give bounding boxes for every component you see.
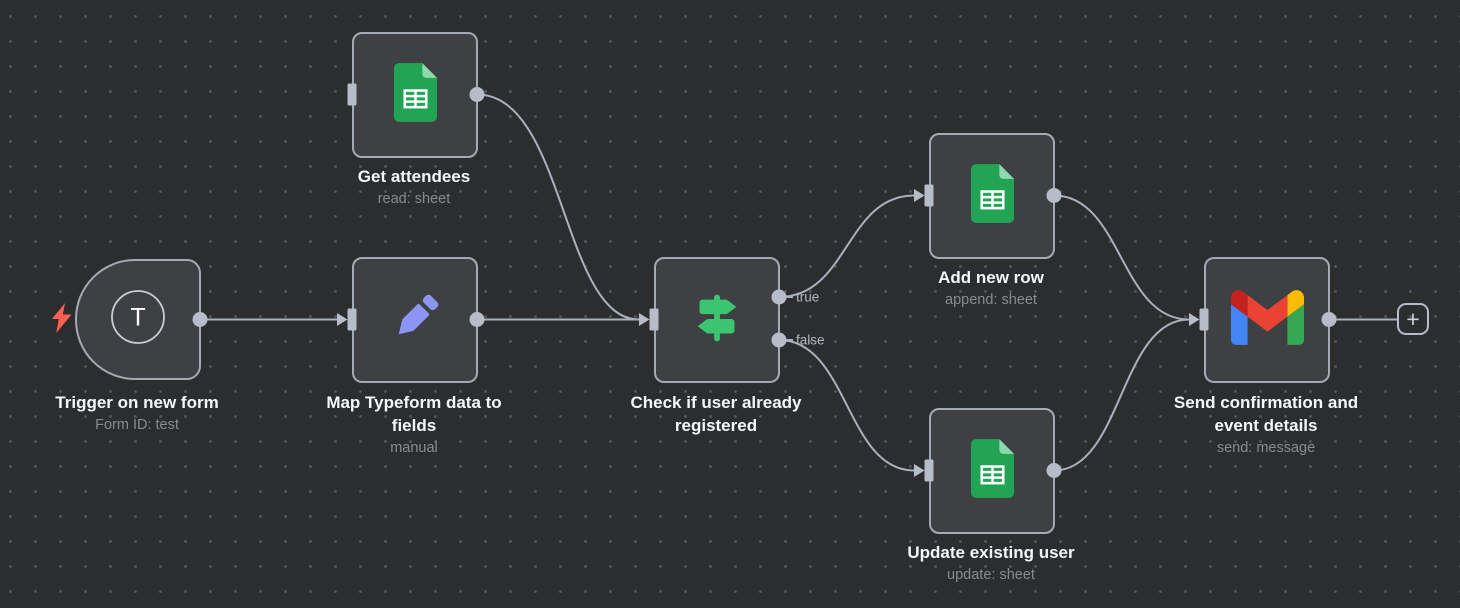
node-label-trigger: Trigger on new form Form ID: test [7, 391, 267, 433]
node-label-send-confirmation: Send confirmation and event details send… [1151, 391, 1381, 456]
connection-wire[interactable] [1053, 318, 1190, 472]
node-title: Update existing user [907, 543, 1075, 562]
output-port-trigger[interactable] [192, 312, 208, 327]
wire-arrowhead-icon [337, 313, 348, 326]
trigger-bolt-icon [50, 303, 75, 338]
output-port-map-fields[interactable] [469, 312, 485, 327]
node-title: Get attendees [357, 167, 471, 186]
plus-icon: + [1406, 306, 1420, 332]
connection-wire[interactable] [1053, 194, 1190, 321]
node-trigger-on-new-form[interactable]: T [75, 259, 201, 380]
node-label-update-user: Update existing user update: sheet [866, 541, 1116, 583]
input-port-send-confirmation[interactable] [1199, 308, 1209, 331]
output-port-update-user[interactable] [1046, 463, 1062, 478]
node-title: Trigger on new form [55, 393, 219, 412]
input-port-add-new-row[interactable] [924, 184, 934, 207]
node-subtitle: read: sheet [377, 191, 451, 207]
node-title: Send confirmation and event details [1173, 393, 1359, 435]
input-port-map-fields[interactable] [347, 308, 357, 331]
input-port-check-registered[interactable] [649, 308, 659, 331]
connection-wire-false[interactable] [778, 339, 915, 472]
node-title: Add new row [938, 268, 1044, 287]
input-port-get-attendees[interactable] [347, 83, 357, 106]
node-title: Map Typeform data to fields [326, 393, 502, 435]
output-port-check-true[interactable] [771, 289, 787, 305]
node-title: Check if user already registered [630, 393, 802, 435]
pencil-icon [383, 286, 447, 355]
add-node-button[interactable]: + [1397, 303, 1429, 335]
output-port-add-new-row[interactable] [1046, 188, 1062, 203]
output-port-check-false[interactable] [771, 332, 787, 348]
google-sheets-icon [970, 439, 1014, 503]
google-sheets-icon [970, 164, 1014, 228]
node-send-confirmation[interactable] [1204, 257, 1330, 383]
output-label-true: true [796, 290, 819, 305]
output-label-false: false [796, 333, 825, 348]
switch-icon [686, 287, 748, 354]
connection-wire[interactable] [476, 93, 640, 321]
google-sheets-icon [393, 63, 437, 127]
node-label-get-attendees: Get attendees read: sheet [304, 165, 524, 207]
wire-arrowhead-icon [639, 313, 650, 326]
node-subtitle: Form ID: test [95, 417, 179, 433]
wire-arrowhead-icon [914, 464, 925, 477]
node-label-add-new-row: Add new row append: sheet [881, 266, 1101, 308]
output-port-get-attendees[interactable] [469, 87, 485, 102]
typeform-icon: T [110, 289, 166, 350]
node-subtitle: send: message [1216, 440, 1316, 456]
gmail-icon [1230, 290, 1304, 350]
wire-arrowhead-icon [914, 189, 925, 202]
wire-arrowhead-icon [1189, 313, 1200, 326]
connection-wire-true[interactable] [778, 194, 915, 298]
node-subtitle: manual [390, 440, 438, 456]
node-label-map-fields: Map Typeform data to fields manual [309, 391, 519, 456]
node-subtitle: update: sheet [947, 567, 1035, 583]
typeform-letter: T [130, 304, 145, 332]
node-subtitle: append: sheet [945, 292, 1037, 308]
input-port-update-user[interactable] [924, 459, 934, 482]
output-port-send-confirmation[interactable] [1321, 312, 1337, 327]
node-label-check-registered: Check if user already registered [606, 391, 826, 437]
